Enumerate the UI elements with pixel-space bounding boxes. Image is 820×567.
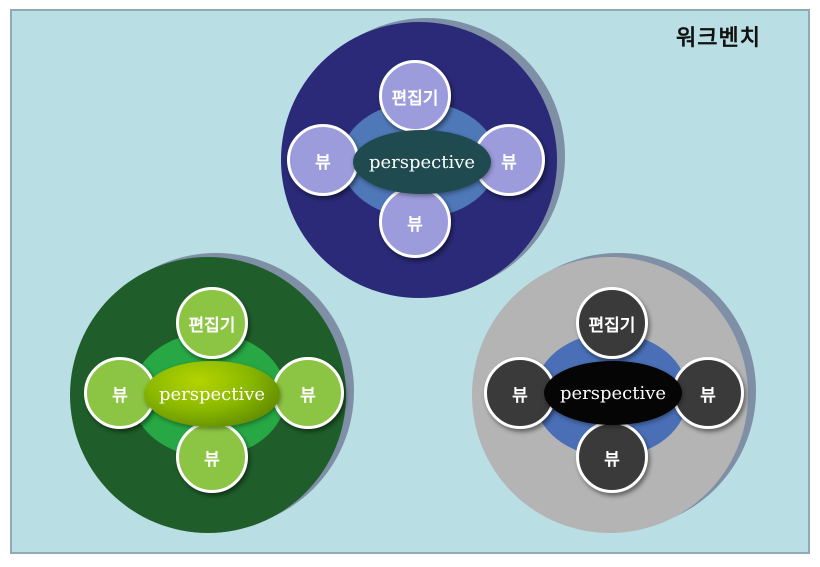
view-node-bottom: 뷰 xyxy=(576,421,648,493)
editor-node: 편집기 xyxy=(576,287,648,359)
diagram-title: 워크벤치 xyxy=(676,25,761,51)
perspective-center: perspective xyxy=(144,361,280,427)
view-node-left: 뷰 xyxy=(287,124,359,196)
perspective-center: perspective xyxy=(544,361,682,425)
editor-node: 편집기 xyxy=(379,60,451,132)
perspective-center: perspective xyxy=(353,130,491,194)
group-bottom-right: 편집기 뷰 뷰 뷰 perspective xyxy=(472,253,756,533)
view-node-bottom: 뷰 xyxy=(176,421,248,493)
view-node-right: 뷰 xyxy=(272,357,344,429)
view-node-bottom: 뷰 xyxy=(379,186,451,258)
group-bottom-left: 편집기 뷰 뷰 뷰 perspective xyxy=(70,253,354,533)
group-top: 편집기 뷰 뷰 뷰 perspective xyxy=(281,18,565,298)
view-node-right: 뷰 xyxy=(672,357,744,429)
view-node-left: 뷰 xyxy=(484,357,556,429)
editor-node: 편집기 xyxy=(176,287,248,359)
